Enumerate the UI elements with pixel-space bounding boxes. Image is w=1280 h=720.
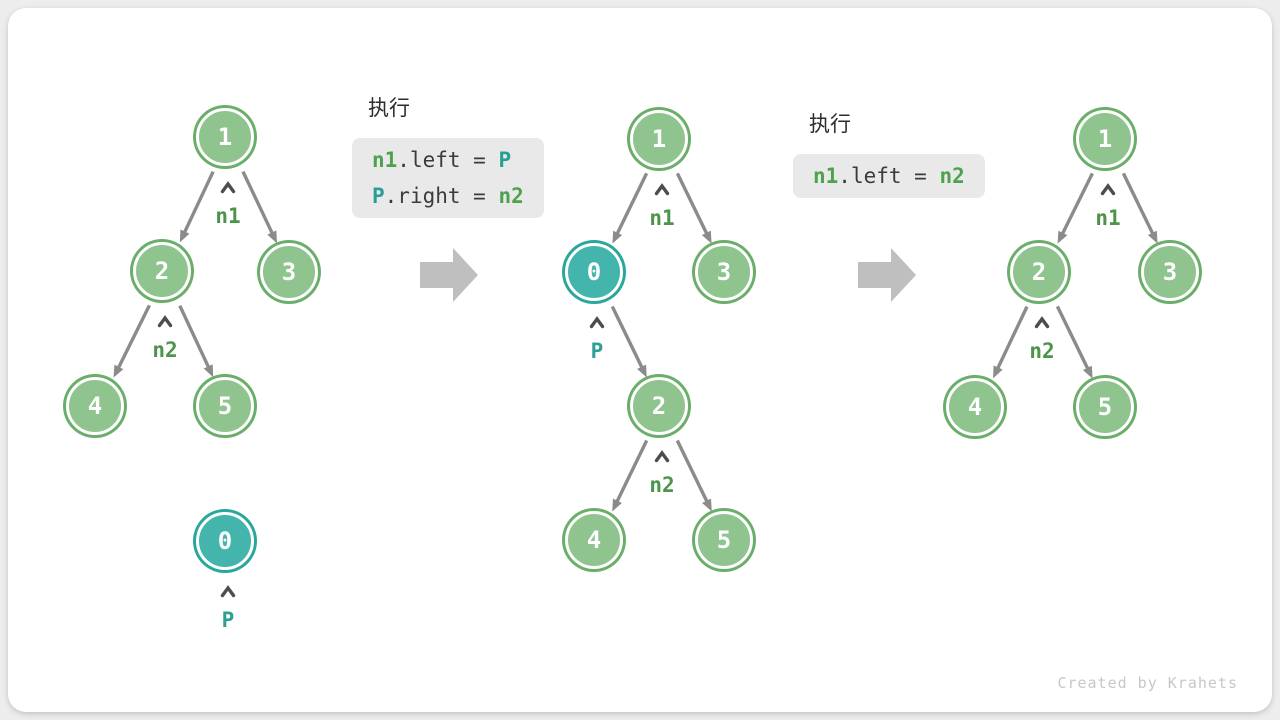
code-token: P bbox=[372, 184, 385, 208]
tree3-node-4: 4 bbox=[946, 378, 1004, 436]
pointer-caret-icon bbox=[219, 181, 237, 199]
tree3-node-5: 5 bbox=[1076, 378, 1134, 436]
pointer-label-P: P bbox=[590, 339, 604, 363]
code-token: .right = bbox=[384, 184, 499, 208]
tree3-node-3: 3 bbox=[1141, 243, 1199, 301]
pointer-label-n2: n2 bbox=[1029, 339, 1055, 363]
code-title-2: 执行 bbox=[809, 113, 851, 136]
tree-edge-c1-c3 bbox=[1121, 172, 1158, 244]
tree-edge-a2-a5 bbox=[178, 304, 214, 378]
pointer-label-P: P bbox=[221, 608, 235, 632]
tree2-node-1: 1 bbox=[630, 110, 688, 168]
pointer-label-n2: n2 bbox=[152, 338, 178, 362]
code-box-2: n1.left = n2 bbox=[793, 154, 985, 198]
tree-edge-b2-b4 bbox=[612, 439, 649, 512]
code-token: n1 bbox=[813, 164, 839, 188]
code-group-2: 执行 n1.left = n2 bbox=[793, 113, 985, 198]
tree1-node-3: 3 bbox=[260, 243, 318, 301]
pointer-caret-icon bbox=[1099, 183, 1117, 201]
pointer-caret-icon bbox=[653, 183, 671, 201]
tree-edge-c1-c2 bbox=[1057, 172, 1094, 244]
pointer-label-n2: n2 bbox=[649, 473, 675, 497]
pointer-caret-icon bbox=[653, 450, 671, 468]
tree-edge-b0-b2 bbox=[610, 305, 647, 378]
tree-edge-c2-c4 bbox=[993, 305, 1029, 379]
tree2-node-0: 0 bbox=[565, 243, 623, 301]
tree-edge-b1-b3 bbox=[675, 172, 712, 244]
tree2-node-3: 3 bbox=[695, 243, 753, 301]
tree2-node-2: 2 bbox=[630, 377, 688, 435]
code-token: n1 bbox=[372, 148, 398, 172]
code-token: .left = bbox=[397, 148, 499, 172]
pointer-label-n1: n1 bbox=[215, 204, 241, 228]
tree2-node-4: 4 bbox=[565, 511, 623, 569]
pointer-caret-icon bbox=[156, 315, 174, 333]
pointer-caret-icon bbox=[588, 316, 606, 334]
code-line: n1.left = P bbox=[372, 142, 524, 178]
tree-edge-c2-c5 bbox=[1055, 305, 1093, 379]
code-line: P.right = n2 bbox=[372, 178, 524, 214]
pointer-label-n1: n1 bbox=[1095, 206, 1121, 230]
code-token: .left = bbox=[838, 164, 940, 188]
tree-edge-b1-b0 bbox=[612, 172, 649, 244]
tree1-node-1: 1 bbox=[196, 108, 254, 166]
tree-edge-b2-b5 bbox=[675, 439, 712, 512]
code-token: P bbox=[498, 148, 512, 172]
tree-edge-a2-a4 bbox=[113, 304, 151, 378]
code-line: n1.left = n2 bbox=[813, 158, 965, 194]
tree1-node-4: 4 bbox=[66, 377, 124, 435]
pointer-caret-icon bbox=[1033, 316, 1051, 334]
pointer-label-n1: n1 bbox=[649, 206, 675, 230]
code-title-1: 执行 bbox=[368, 97, 410, 120]
step-arrow-2-icon bbox=[858, 248, 916, 302]
watermark: Created by Krahets bbox=[1057, 674, 1238, 692]
pointer-caret-icon bbox=[219, 585, 237, 603]
tree3-node-2: 2 bbox=[1010, 243, 1068, 301]
tree1-node-2: 2 bbox=[133, 242, 191, 300]
tree1-node-5: 5 bbox=[196, 377, 254, 435]
code-token: n2 bbox=[939, 164, 965, 188]
step-arrow-1-icon bbox=[420, 248, 478, 302]
tree2-node-5: 5 bbox=[695, 511, 753, 569]
code-token: n2 bbox=[498, 184, 524, 208]
tree3-node-1: 1 bbox=[1076, 110, 1134, 168]
tree1-node-0: 0 bbox=[196, 512, 254, 570]
tree-edge-a1-a2 bbox=[179, 170, 215, 243]
tree-edge-a1-a3 bbox=[241, 170, 277, 244]
